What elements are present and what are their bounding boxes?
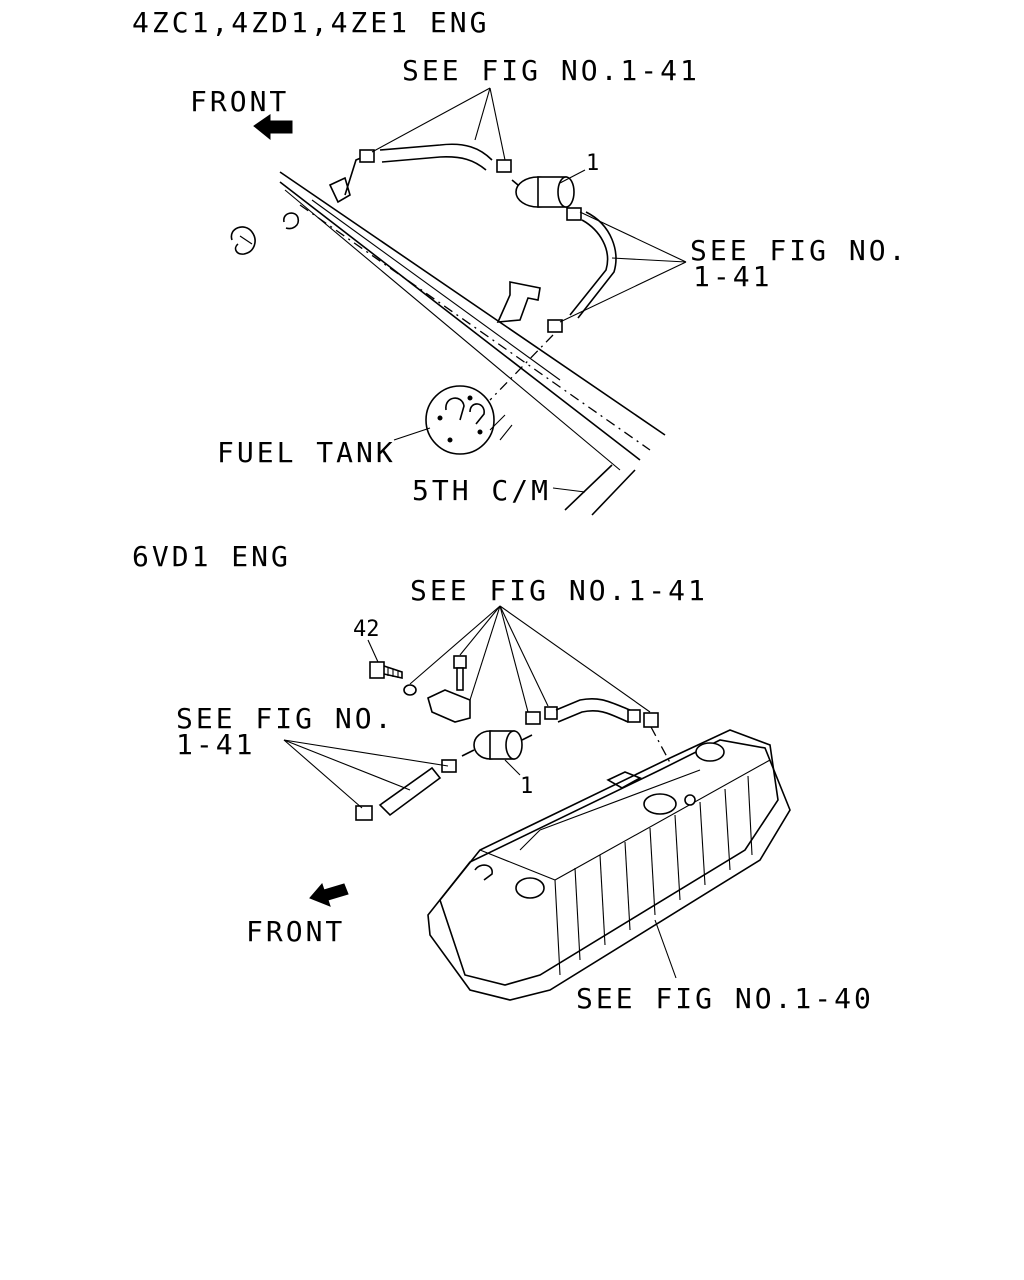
upper-crossmember-line-2 [591, 469, 636, 516]
lower-see-fig-top-label: SEE FIG NO.1-41 [410, 574, 708, 607]
upper-front-label: FRONT [190, 85, 289, 118]
upper-fuel-filter [511, 176, 575, 208]
upper-fuel-tank-unit [425, 385, 513, 455]
upper-top-leaders [371, 87, 506, 161]
upper-hose-front [379, 143, 493, 161]
upper-right-leaders [559, 211, 687, 323]
upper-fuel-hoses [344, 143, 512, 196]
lower-filter-bracket [427, 689, 471, 723]
upper-part-1-leader [559, 169, 586, 184]
upper-hose-clamp-1 [359, 149, 375, 163]
lower-engine-heading: 6VD1 ENG [132, 540, 291, 573]
upper-engine-heading: 4ZC1,4ZD1,4ZE1 ENG [132, 6, 489, 39]
upper-fuel-tank-leader [393, 427, 431, 441]
upper-clip-large-icon [230, 226, 256, 255]
upper-crossmember-leader [552, 487, 586, 493]
upper-clip-parts [230, 212, 300, 255]
upper-tank-hose [547, 207, 617, 333]
lower-vertical-bolt [453, 655, 467, 691]
lower-top-leaders [409, 605, 651, 713]
lower-inlet-hose [355, 759, 457, 821]
upper-support-bracket [496, 281, 541, 323]
lower-front-arrow-icon [309, 883, 349, 907]
lower-part-42-label: 42 [353, 617, 380, 642]
upper-see-fig-right-line1: SEE FIG NO. [690, 234, 908, 267]
upper-frame-rail [279, 171, 666, 471]
lower-see-fig-left-line1: SEE FIG NO. [176, 702, 394, 735]
lower-section: 6VD1 ENG SEE FIG NO.1-41 42 1 [132, 540, 874, 1015]
upper-part-1-label: 1 [586, 151, 599, 176]
lower-see-fig-left-line2: 1-41 [176, 728, 255, 761]
lower-bolt-42 [369, 661, 417, 696]
lower-part-1-label: 1 [520, 774, 533, 799]
upper-see-fig-right-line2: 1-41 [693, 260, 772, 293]
lower-see-fig-bottom-label: SEE FIG NO.1-40 [576, 982, 874, 1015]
upper-crossmember-label: 5TH C/M [412, 474, 551, 507]
lower-part-42-leader [367, 639, 379, 663]
lower-see-fig-bottom-leader [654, 919, 677, 979]
upper-front-arrow-icon [253, 114, 293, 141]
lower-fuel-tank [427, 729, 791, 1001]
upper-section: 4ZC1,4ZD1,4ZE1 ENG SEE FIG NO.1-41 FRONT [132, 6, 908, 516]
upper-frame-bracket [328, 176, 351, 204]
upper-crossmember-line-1 [564, 464, 613, 511]
upper-fuel-tank-label: FUEL TANK [217, 436, 396, 469]
lower-part-1-leader [504, 759, 521, 776]
lower-left-leaders [283, 739, 449, 809]
upper-clip-small-icon [283, 212, 300, 230]
lower-fuel-filter [461, 730, 533, 760]
upper-see-fig-top-label: SEE FIG NO.1-41 [402, 54, 700, 87]
upper-hose-clamp-2 [496, 159, 512, 173]
upper-line-to-tank [489, 334, 554, 401]
lower-front-label: FRONT [246, 915, 345, 948]
